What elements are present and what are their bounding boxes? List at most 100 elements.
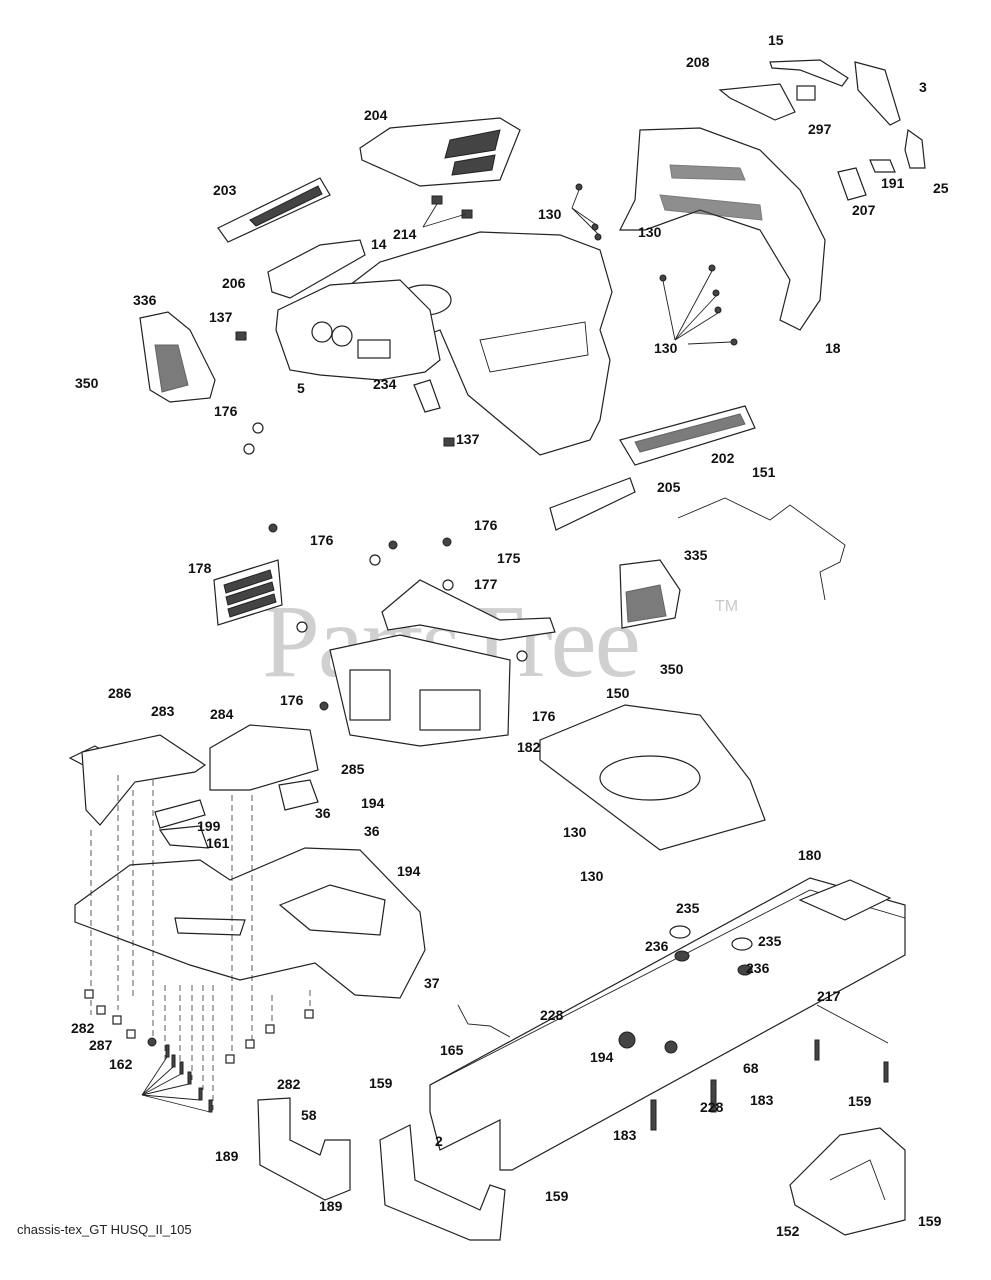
callout-287[interactable]: 287 [89, 1037, 113, 1053]
part-236 [737, 964, 753, 976]
callout-206[interactable]: 206 [222, 275, 246, 291]
callout-2[interactable]: 2 [435, 1133, 443, 1149]
callout-202[interactable]: 202 [711, 450, 735, 466]
callout-282-b[interactable]: 282 [277, 1076, 301, 1092]
callout-137-b[interactable]: 137 [456, 431, 480, 447]
callout-178[interactable]: 178 [188, 560, 212, 576]
part-183-bolt [650, 1099, 657, 1131]
callout-335[interactable]: 335 [684, 547, 708, 563]
callout-151[interactable]: 151 [752, 464, 776, 480]
callout-3[interactable]: 3 [919, 79, 927, 95]
part-234 [413, 379, 441, 413]
callout-14[interactable]: 14 [371, 236, 387, 252]
part-183-bolt [710, 1079, 717, 1113]
callout-5[interactable]: 5 [297, 380, 305, 396]
callout-214[interactable]: 214 [393, 226, 417, 242]
diagram-caption: chassis-tex_GT HUSQ_II_105 [17, 1222, 192, 1237]
callout-234[interactable]: 234 [373, 376, 397, 392]
callout-15[interactable]: 15 [768, 32, 784, 48]
callout-191[interactable]: 191 [881, 175, 905, 191]
callout-208[interactable]: 208 [686, 54, 710, 70]
watermark-trademark: TM [715, 598, 739, 615]
callout-297[interactable]: 297 [808, 121, 832, 137]
callout-183-b[interactable]: 183 [613, 1127, 637, 1143]
part-287 [147, 1037, 157, 1047]
callout-159-a[interactable]: 159 [369, 1075, 393, 1091]
callout-175[interactable]: 175 [497, 550, 521, 566]
callout-336[interactable]: 336 [133, 292, 157, 308]
callout-177[interactable]: 177 [474, 576, 498, 592]
callout-194-c[interactable]: 194 [590, 1049, 614, 1065]
callout-217[interactable]: 217 [817, 988, 841, 1004]
callout-286[interactable]: 286 [108, 685, 132, 701]
callout-130-e[interactable]: 130 [580, 868, 604, 884]
callout-236-b[interactable]: 236 [746, 960, 770, 976]
callout-165[interactable]: 165 [440, 1042, 464, 1058]
callout-58[interactable]: 58 [301, 1107, 317, 1123]
part-199 [154, 799, 206, 829]
part-178-label-plate [213, 559, 283, 626]
callout-176-c[interactable]: 176 [310, 532, 334, 548]
part-151 [677, 497, 846, 601]
callout-284[interactable]: 284 [210, 706, 234, 722]
callout-130-d[interactable]: 130 [563, 824, 587, 840]
part-206 [267, 239, 366, 299]
callout-194-a[interactable]: 194 [361, 795, 385, 811]
callout-130-a[interactable]: 130 [538, 206, 562, 222]
part-25 [904, 128, 926, 169]
callout-285[interactable]: 285 [341, 761, 365, 777]
callout-189-b[interactable]: 189 [319, 1198, 343, 1214]
callout-350-a[interactable]: 350 [75, 375, 99, 391]
callout-25[interactable]: 25 [933, 180, 949, 196]
callout-189-a[interactable]: 189 [215, 1148, 239, 1164]
callout-159-c[interactable]: 159 [545, 1188, 569, 1204]
part-203-grille [217, 177, 331, 243]
callout-199[interactable]: 199 [197, 818, 221, 834]
callout-183-a[interactable]: 183 [750, 1092, 774, 1108]
callout-176-d[interactable]: 176 [280, 692, 304, 708]
part-150-engine-shroud [539, 704, 766, 851]
callout-180[interactable]: 180 [798, 847, 822, 863]
callout-235-b[interactable]: 235 [758, 933, 782, 949]
callout-130-c[interactable]: 130 [654, 340, 678, 356]
callout-282-a[interactable]: 282 [71, 1020, 95, 1036]
callout-137-a[interactable]: 137 [209, 309, 233, 325]
callout-130-b[interactable]: 130 [638, 224, 662, 240]
callout-176-b[interactable]: 176 [474, 517, 498, 533]
callout-150[interactable]: 150 [606, 685, 630, 701]
part-180-main-frame [429, 877, 906, 1171]
callout-203[interactable]: 203 [213, 182, 237, 198]
callout-236-a[interactable]: 236 [645, 938, 669, 954]
callout-176-a[interactable]: 176 [214, 403, 238, 419]
part-68-bolt [883, 1061, 889, 1083]
part-182-lower-dash [329, 634, 511, 747]
part-214-clip [431, 195, 443, 205]
callout-283[interactable]: 283 [151, 703, 175, 719]
callout-37[interactable]: 37 [424, 975, 440, 991]
callout-161[interactable]: 161 [206, 835, 230, 851]
part-335 [619, 559, 681, 629]
callout-176-e[interactable]: 176 [532, 708, 556, 724]
callout-68[interactable]: 68 [743, 1060, 759, 1076]
part-137-clip [235, 331, 247, 341]
callout-235-a[interactable]: 235 [676, 900, 700, 916]
part-2 [379, 1124, 506, 1241]
callout-204[interactable]: 204 [364, 107, 388, 123]
callout-205[interactable]: 205 [657, 479, 681, 495]
callout-18[interactable]: 18 [825, 340, 841, 356]
callout-159-d[interactable]: 159 [918, 1213, 942, 1229]
callout-194-b[interactable]: 194 [397, 863, 421, 879]
part-202-grille [619, 405, 756, 466]
callout-228-b[interactable]: 228 [700, 1099, 724, 1115]
callout-162[interactable]: 162 [109, 1056, 133, 1072]
callout-228-a[interactable]: 228 [540, 1007, 564, 1023]
callout-350-b[interactable]: 350 [660, 661, 684, 677]
callout-152[interactable]: 152 [776, 1223, 800, 1239]
callout-36-b[interactable]: 36 [364, 823, 380, 839]
callout-36-a[interactable]: 36 [315, 805, 331, 821]
part-194 [618, 1031, 636, 1049]
callout-207[interactable]: 207 [852, 202, 876, 218]
callout-182[interactable]: 182 [517, 739, 541, 755]
callout-159-b[interactable]: 159 [848, 1093, 872, 1109]
